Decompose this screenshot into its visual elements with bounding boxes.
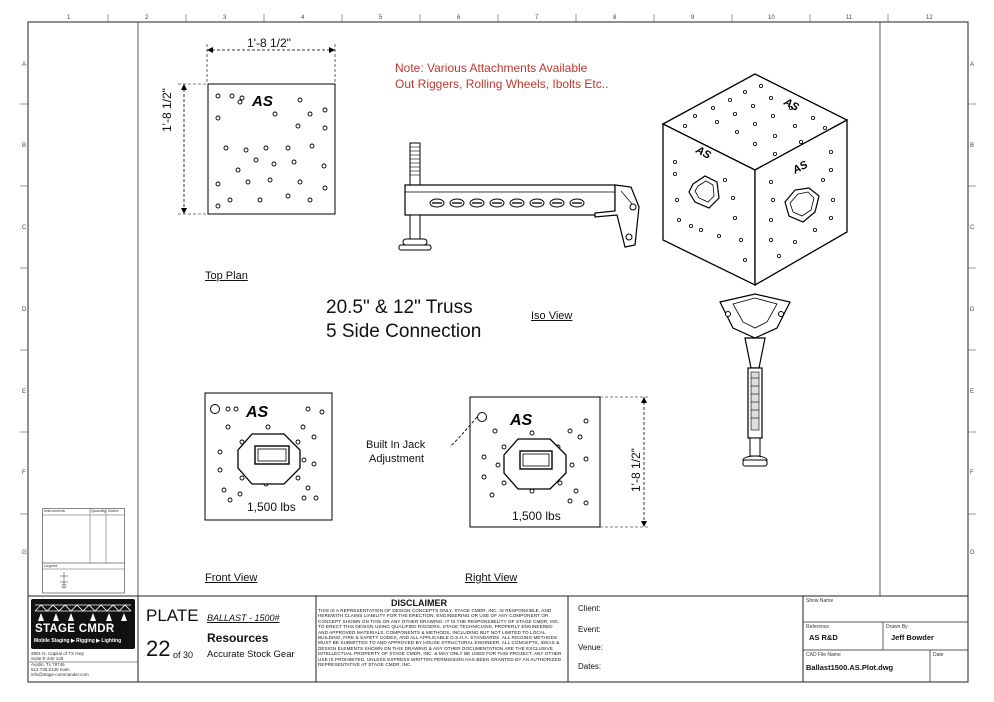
instruments-panel <box>42 508 125 594</box>
event-field-label: Event: <box>578 625 601 634</box>
top-plan-label: Top Plan <box>205 270 248 282</box>
top-plan-drawing: AS <box>178 44 336 215</box>
zone-letter: E <box>970 389 975 395</box>
front-load-label: 1,500 lbs <box>247 500 296 514</box>
callout-line-2: Adjustment <box>369 453 425 465</box>
jack-stand-drawing <box>719 293 791 467</box>
zone-number: 1 <box>67 15 71 21</box>
email: info@stage-commander.com <box>31 672 89 678</box>
right-logo: AS <box>509 412 533 429</box>
zone-number: 3 <box>223 15 227 21</box>
phone: 512.730.0130 main <box>31 666 70 672</box>
note-line-2: Out Riggers, Rolling Wheels, Ibolts Etc.… <box>395 77 609 91</box>
address-line: Suite E-240 128 <box>31 656 64 662</box>
right-height-dimension: 1'-8 1/2" <box>629 448 643 492</box>
zone-letter: A <box>970 62 975 68</box>
note-line-1: Note: Various Attachments Available <box>395 61 588 75</box>
resources-heading: Resources <box>207 631 269 645</box>
zone-letter: B <box>22 143 27 149</box>
callout-line-1: Built In Jack <box>366 439 426 451</box>
plate-part-name: BALLAST - 1500# <box>207 613 280 623</box>
company-name: STAGE CMDR <box>35 623 115 635</box>
zone-letter: A <box>22 62 27 68</box>
dates-field-label: Dates: <box>578 662 602 671</box>
drawn-by-label: Drawn By <box>886 624 908 630</box>
main-title-line-2: 5 Side Connection <box>326 321 482 342</box>
zone-letter: D <box>22 307 27 313</box>
top-plan-logo: AS <box>251 93 273 110</box>
company-tagline: Mobile Staging ▶ Rigging ▶ Lighting <box>34 638 122 644</box>
zone-letter: G <box>22 550 27 556</box>
zone-number: 2 <box>145 15 149 21</box>
disclaimer-title: DISCLAIMER <box>391 598 447 608</box>
right-load-label: 1,500 lbs <box>512 509 561 523</box>
zone-number: 6 <box>457 15 461 21</box>
resources-subtitle: Accurate Stock Gear <box>207 649 295 660</box>
plate-word: PLATE <box>146 606 199 625</box>
reference-value: AS R&D <box>809 633 838 642</box>
zone-number: 5 <box>379 15 383 21</box>
zone-number: 7 <box>535 15 539 21</box>
front-view-label: Front View <box>205 572 258 584</box>
drawn-by-value: Jeff Bowder <box>891 633 934 642</box>
cad-file-label: CAD File Name <box>806 652 841 658</box>
address-line: Austin, Tx 78746 <box>31 661 65 667</box>
company-address: 3801 N. Capital of TX Hwy Suite E-240 12… <box>31 651 89 677</box>
cad-file-value: Ballast1500.AS.Plot.dwg <box>806 663 894 672</box>
venue-field-label: Venue: <box>578 643 603 652</box>
client-field-label: Client: <box>578 604 601 613</box>
zone-letter: F <box>22 470 26 476</box>
right-view-drawing: AS <box>449 396 648 528</box>
zone-letter: C <box>970 225 975 231</box>
main-title-line-1: 20.5" & 12" Truss <box>326 297 473 318</box>
date-label: Date <box>933 652 944 658</box>
zone-letter: B <box>970 143 975 149</box>
show-name-label: Show Name <box>806 598 834 604</box>
iso-view-label: Iso View <box>531 310 573 322</box>
instruments-notes: Notes <box>108 508 119 513</box>
company-logo: STAGE CMDR Mobile Staging ▶ Rigging ▶ Li… <box>31 599 135 649</box>
zone-number: 12 <box>926 15 933 21</box>
zone-number: 11 <box>846 15 853 21</box>
zone-number: 4 <box>301 15 305 21</box>
zone-letter: F <box>970 470 974 476</box>
right-view-label: Right View <box>465 572 518 584</box>
disclaimer-text: THIS IS A REPRESENTATION OF DESIGN CONCE… <box>318 608 562 668</box>
address-line: 3801 N. Capital of TX Hwy <box>31 651 84 656</box>
plate-number: 22 <box>146 636 171 661</box>
instruments-header: Instruments <box>44 508 65 513</box>
zone-letter: G <box>970 550 975 556</box>
zone-letter: E <box>22 389 27 395</box>
plate-of-total: of 30 <box>173 650 194 660</box>
reference-label: Reference <box>806 624 830 630</box>
zone-number: 8 <box>613 15 617 21</box>
front-logo: AS <box>245 404 269 421</box>
top-width-dimension: 1'-8 1/2" <box>247 36 291 50</box>
title-block-grid <box>29 596 968 682</box>
zone-letter: D <box>970 307 975 313</box>
zone-letter: C <box>22 225 27 231</box>
zone-number: 10 <box>768 15 775 21</box>
zone-number: 9 <box>691 15 695 21</box>
iso-cube-drawing: AS AS AS <box>661 73 849 287</box>
front-view-drawing: AS <box>204 392 333 521</box>
truss-graphic <box>34 604 132 621</box>
outrigger-drawing <box>398 142 640 251</box>
legend-label: Legend <box>44 563 58 568</box>
top-height-dimension: 1'-8 1/2" <box>160 88 174 132</box>
instruments-quantity: Quantity <box>91 508 106 513</box>
